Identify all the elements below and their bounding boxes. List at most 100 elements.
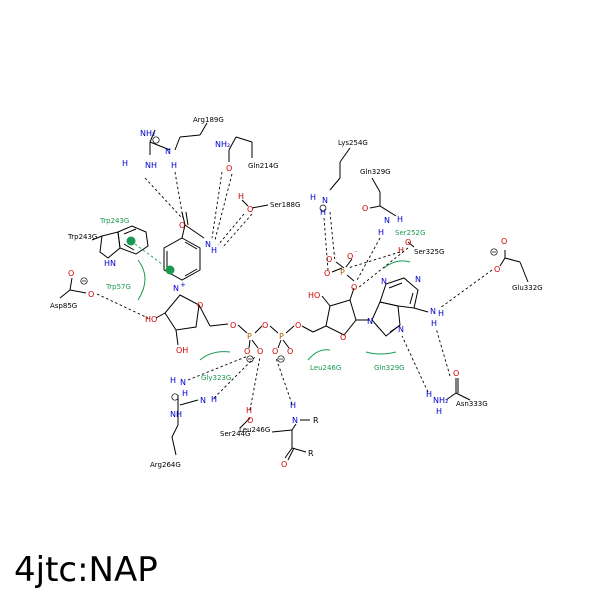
label-gly323: Gly323G (201, 374, 231, 382)
phosphate2-o-minus: O (272, 347, 278, 356)
label-arg189: Arg189G (193, 116, 224, 124)
arg264-h: H (170, 376, 176, 385)
asn333-o: O (453, 369, 459, 378)
two-prime-phosphate (331, 258, 355, 282)
leu246-hydrophobic-arc (307, 349, 331, 361)
ribose2-o5: O (295, 321, 301, 330)
label-asp85: Asp85G (50, 302, 77, 310)
gln214-sidechain (228, 136, 253, 162)
pi-stack-center-icon (165, 265, 175, 275)
phosphate1-o: O (257, 347, 263, 356)
phosphate1-p: P (247, 332, 252, 341)
asp85-o: O (68, 269, 74, 278)
adenine-n9: N (367, 317, 373, 326)
label-ser244: Ser244G (220, 430, 250, 438)
phosphate3-charge-2: ⁻ (354, 249, 358, 257)
lys254-n: N (322, 196, 328, 205)
label-leu246-hyd: Leu246G (310, 364, 341, 372)
lys254-h2: H (320, 208, 326, 217)
glu332-o: O (501, 237, 507, 246)
label-ser188: Ser188G (270, 201, 300, 209)
asn333-h: H (426, 390, 432, 399)
phosphate2-p: P (279, 332, 284, 341)
arg264-h2: H (182, 389, 188, 398)
pyridinium-n: N (173, 284, 179, 293)
label-trp243: Trp243G (67, 233, 97, 241)
nicotinamide-ring (163, 211, 205, 281)
label-glu332: Glu332G (512, 284, 543, 292)
adenosine-ribose (301, 287, 369, 336)
label-ser252: Ser252G (395, 229, 425, 237)
ribose1-ring-o: O (197, 301, 203, 310)
ribose1-oh: OH (176, 346, 188, 355)
charge-minus-icon (277, 355, 285, 363)
glu332-sidechain (499, 250, 529, 283)
ribose2-o2: O (351, 283, 357, 292)
phosphate3-o1: O (324, 269, 330, 278)
gln329-o: O (362, 204, 368, 213)
gln214-nh2: NH₂ (215, 140, 230, 149)
label-trp243-hyd: Trp243G (99, 217, 129, 225)
asn333-sidechain (445, 378, 471, 401)
asp85-o-minus: O (88, 290, 94, 299)
amine-n: N (430, 307, 436, 316)
ser252-hydrophobic-arc (383, 260, 411, 269)
asn333-h2: H (436, 407, 442, 416)
ser325-h: H (398, 246, 404, 255)
ser244-h: H (246, 406, 252, 415)
gln329-h: H (378, 228, 384, 237)
gln329-nh: H (397, 215, 403, 224)
arg189-sidechain (149, 122, 208, 155)
carboxamide-n: N (205, 240, 211, 249)
label-trp57: Trp57G (105, 283, 131, 291)
charge-minus-icon (80, 277, 88, 285)
leu246-r2: R (308, 449, 314, 458)
adenine-ring (371, 277, 429, 337)
label-lys254: Lys254G (338, 139, 368, 147)
amine-h: H (431, 319, 437, 328)
leu246-n: N (292, 416, 298, 425)
phosphate3-o2: O (326, 255, 332, 264)
arg189-nh: NH (145, 161, 157, 170)
label-arg264: Arg264G (150, 461, 181, 469)
leu246-r: R (313, 416, 319, 425)
glu332-o-minus: O (494, 265, 500, 274)
ser325-o: O (405, 238, 411, 247)
leu246-backbone (271, 419, 310, 461)
trp243-indole (91, 225, 149, 259)
ribose2-ring-o: O (340, 333, 346, 342)
adenine-n3: N (381, 277, 387, 286)
ribose2-oh: HO (308, 291, 320, 300)
gln329-sidechain (369, 177, 397, 217)
arg189-n: N (165, 147, 171, 156)
adenine-n7: N (398, 325, 404, 334)
amine-h2: H (438, 309, 444, 318)
bridge-o: O (262, 321, 268, 330)
phosphate3-charge-1: ⁻ (333, 252, 337, 260)
label-ser325: Ser325G (414, 248, 444, 256)
ribose1-o5: O (230, 321, 236, 330)
lys254-sidechain (329, 147, 351, 191)
ser244-o: O (247, 416, 253, 425)
charge-minus-icon (490, 248, 498, 256)
charge-plus-icon (319, 204, 327, 212)
hydrogen-bonds (96, 171, 493, 411)
asn333-nh2: NH₂ (433, 396, 448, 405)
gly323-hydrophobic-arc (199, 351, 231, 361)
trp57-hydrophobic-arc (137, 259, 146, 301)
leu246-h: H (290, 401, 296, 410)
trp243-nh: HN (104, 259, 116, 268)
charge-plus-icon (152, 136, 160, 144)
gln329-n: N (384, 216, 390, 225)
arg264-nh: NH (170, 410, 182, 419)
pyridinium-charge: + (180, 281, 186, 289)
gln329-hydrophobic-arc (365, 351, 397, 355)
page-title: 4jtc:NAP (14, 550, 158, 590)
label-leu246: Leu246G (239, 426, 270, 434)
label-gln214: Gln214G (248, 162, 279, 170)
charge-plus-icon (171, 393, 179, 401)
asp85-sidechain (59, 277, 87, 299)
carboxamide-o: O (179, 221, 185, 230)
phosphate1-o-minus: O (244, 347, 250, 356)
